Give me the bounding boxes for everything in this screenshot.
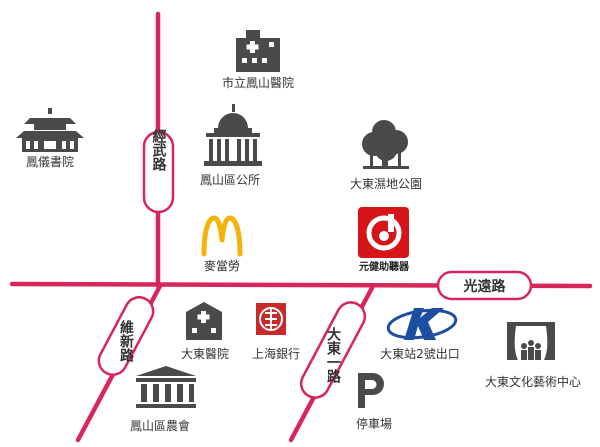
bank-logo-icon: [256, 303, 286, 335]
place-district-office: 鳳山區公所: [200, 104, 262, 187]
label-hospital-city: 市立鳳山醫院: [222, 75, 294, 90]
brand-logo-icon: [358, 207, 409, 258]
road-label-dadong1-text: 大東一路: [325, 326, 341, 383]
label-brand-store: 元健助聽器: [359, 260, 410, 273]
label-district-office: 鳳山區公所: [200, 173, 260, 187]
classical-bank-icon: [136, 366, 196, 408]
place-wetland-park: 大東濕地公園: [350, 120, 422, 191]
place-farmers-assoc: 鳳山區農會: [130, 366, 196, 433]
label-wetland-park: 大東濕地公園: [350, 177, 422, 191]
hospital-building-icon: [236, 30, 280, 72]
place-hospital-city: 市立鳳山醫院: [222, 30, 294, 90]
label-hospital-dadong: 大東醫院: [181, 347, 229, 361]
road-label-jingwu-text: 經武路: [151, 128, 167, 171]
road-label-xinsin-text: 維新路: [118, 319, 134, 362]
parking-p-icon: [358, 373, 384, 408]
hospital-building-icon: [186, 302, 222, 340]
label-station-exit: 大東站2號出口: [380, 347, 460, 361]
place-bank: 上海銀行: [252, 303, 300, 361]
road-label-xinsin: 維新路: [97, 296, 155, 376]
road-label-dadong1: 大東一路: [299, 301, 367, 399]
place-brand-store: 元健助聽器: [358, 207, 410, 273]
pagoda-academy-icon: [16, 108, 84, 152]
place-mcdonalds: 麥當勞: [201, 215, 243, 273]
road-label-jingwu: 經武路: [142, 128, 175, 214]
label-arts-center: 大東文化藝術中心: [485, 374, 581, 389]
place-hospital-dadong: 大東醫院: [181, 302, 229, 361]
label-academy: 鳳儀書院: [26, 155, 74, 169]
label-mcdonalds: 麥當勞: [204, 259, 240, 273]
k-metro-logo-icon: [386, 308, 458, 340]
place-arts-center: 大東文化藝術中心: [485, 322, 581, 389]
dome-government-icon: [204, 104, 262, 166]
label-parking: 停車場: [356, 416, 392, 431]
place-academy: 鳳儀書院: [16, 108, 84, 169]
tree-park-icon: [362, 120, 409, 169]
road-label-guangyuan-text: 光遠路: [463, 278, 507, 295]
place-station-exit: 大東站2號出口: [380, 308, 460, 361]
mcdonalds-arches-icon: [201, 215, 243, 257]
label-farmers-assoc: 鳳山區農會: [130, 419, 190, 433]
theater-curtain-icon: [507, 322, 555, 360]
label-bank: 上海銀行: [252, 346, 300, 361]
place-parking: 停車場: [356, 373, 392, 431]
road-label-guangyuan: 光遠路: [436, 270, 533, 301]
